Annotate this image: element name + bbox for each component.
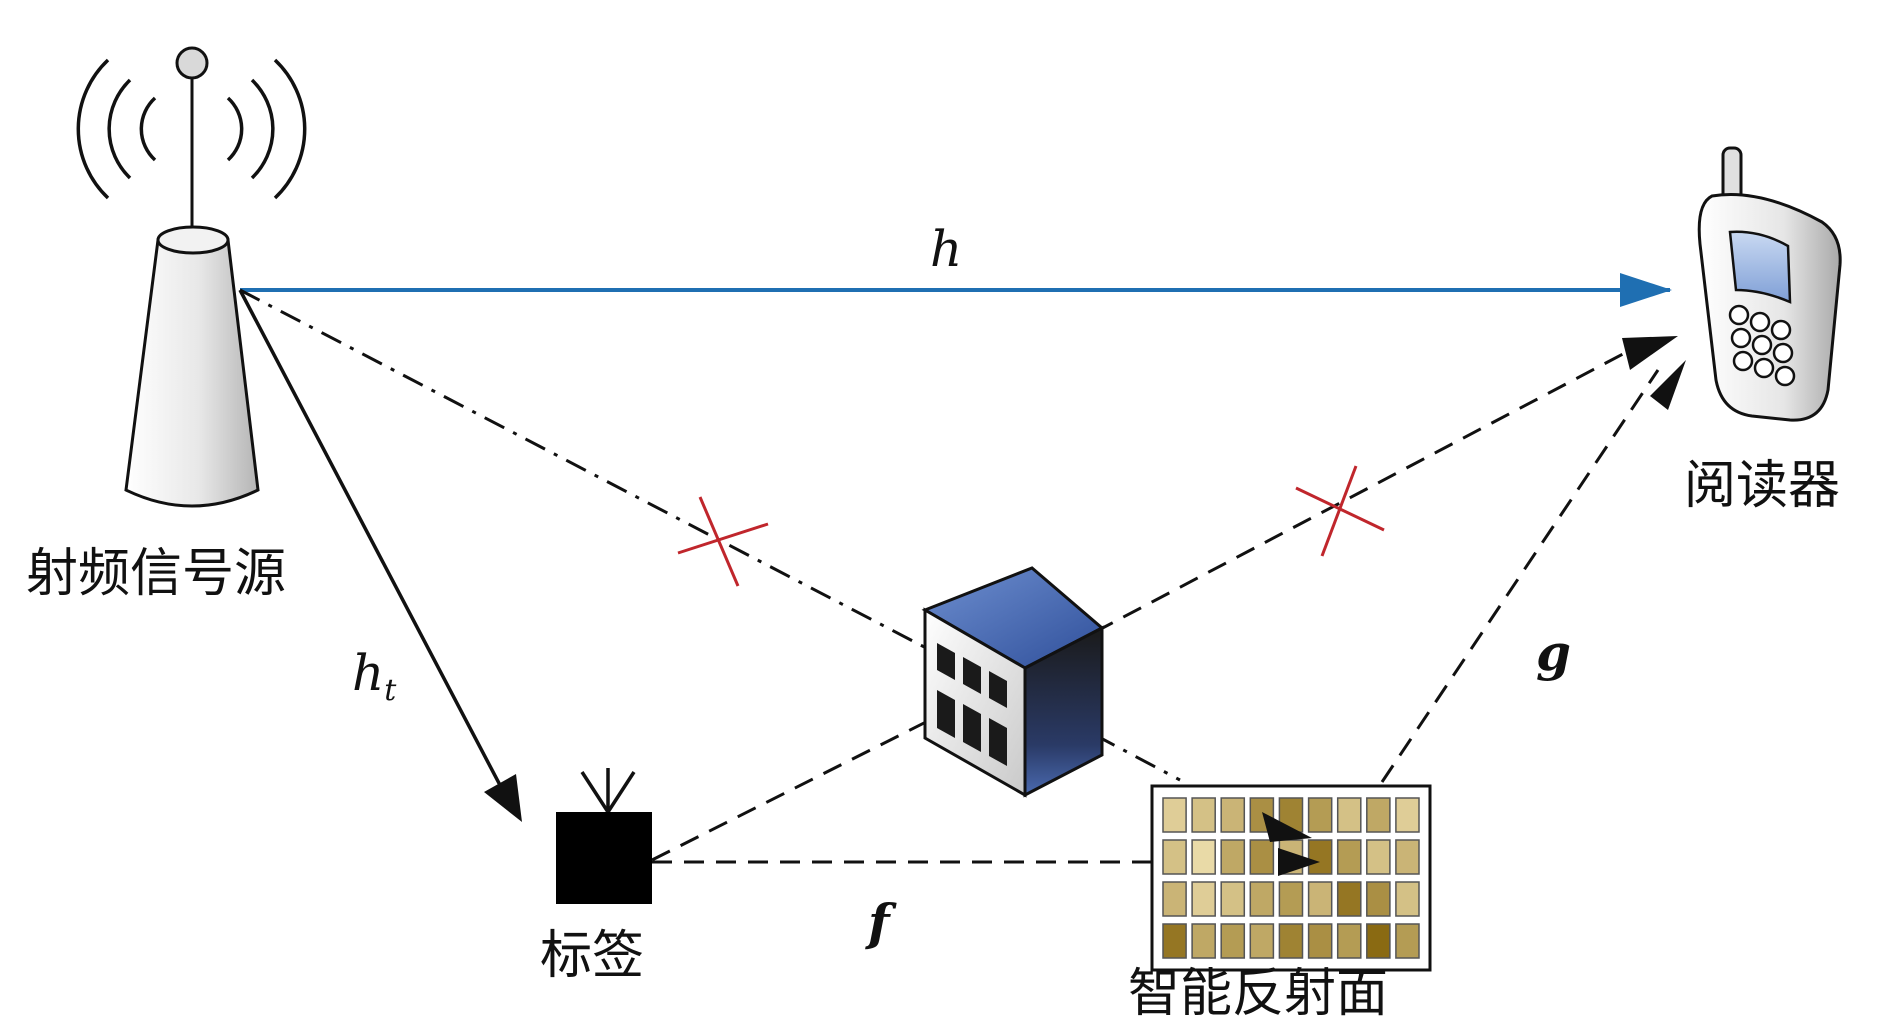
ris-cell bbox=[1191, 881, 1216, 917]
reader-label: 阅读器 bbox=[1684, 456, 1841, 516]
ris-cell bbox=[1307, 881, 1333, 917]
tag-channel-subscript: t bbox=[384, 673, 397, 708]
ris-cell bbox=[1162, 923, 1187, 959]
source-to-tag-link bbox=[238, 289, 514, 809]
direct-channel-label: h bbox=[930, 220, 963, 278]
ris-cell bbox=[1162, 797, 1187, 833]
ris-cell bbox=[1278, 923, 1304, 959]
tag-label: 标签 bbox=[540, 926, 645, 986]
ris-cell bbox=[1191, 797, 1216, 833]
ris-cell bbox=[1220, 797, 1246, 833]
ris-cell bbox=[1366, 797, 1391, 833]
tag-to-ris-channel-label: f bbox=[868, 893, 890, 952]
tag-channel-base: h bbox=[352, 644, 385, 702]
ris-cell bbox=[1220, 881, 1246, 917]
mobile-phone-icon bbox=[1697, 146, 1842, 422]
ris-cell bbox=[1307, 923, 1333, 959]
ris-cell bbox=[1395, 881, 1420, 917]
ris-cell bbox=[1249, 881, 1275, 917]
ris-cell bbox=[1336, 797, 1362, 833]
ris-cell bbox=[1336, 839, 1362, 875]
ris-reflection-arrowhead-lower bbox=[1278, 848, 1320, 876]
ris-to-reader-channel-label: g bbox=[1536, 623, 1571, 682]
ris-cell bbox=[1162, 839, 1187, 875]
ris-cell bbox=[1249, 923, 1275, 959]
ris-reflection-arrowhead-upper bbox=[1262, 812, 1312, 842]
ris-to-reader-arrowhead bbox=[1650, 360, 1686, 410]
building-to-ris-link bbox=[1094, 733, 1181, 782]
ris-cell bbox=[1220, 839, 1246, 875]
building-icon bbox=[921, 566, 1105, 798]
ris-label: 智能反射面 bbox=[1128, 964, 1389, 1024]
direct-link-arrowhead bbox=[1620, 273, 1672, 307]
tag-channel-label: ht bbox=[352, 648, 396, 706]
ris-cell bbox=[1278, 881, 1304, 917]
ris-cell bbox=[1366, 923, 1391, 959]
source-to-tag-arrowhead bbox=[484, 774, 522, 822]
ris-cell bbox=[1366, 839, 1391, 875]
building-to-reader-link bbox=[1094, 343, 1641, 634]
ris-cell bbox=[1336, 881, 1362, 917]
ris-cell bbox=[1336, 923, 1362, 959]
blocked-marker-reader-path bbox=[1295, 465, 1385, 557]
ris-cell bbox=[1395, 797, 1420, 833]
ris-cell bbox=[1249, 839, 1275, 875]
source-to-building-link bbox=[239, 288, 931, 652]
ris-cell bbox=[1395, 839, 1420, 875]
ris-cell bbox=[1191, 839, 1216, 875]
ris-panel-icon bbox=[1150, 784, 1432, 972]
tag-icon bbox=[556, 768, 652, 904]
blocked-marker-source-path bbox=[677, 496, 769, 587]
ris-cell bbox=[1162, 881, 1187, 917]
ris-cell bbox=[1191, 923, 1216, 959]
building-to-reader-arrowhead bbox=[1622, 336, 1678, 370]
ris-cell bbox=[1395, 923, 1420, 959]
ris-cell bbox=[1220, 923, 1246, 959]
ris-cell bbox=[1307, 839, 1333, 875]
rf-source-label: 射频信号源 bbox=[26, 544, 287, 604]
ris-to-reader-link bbox=[1380, 369, 1660, 783]
tag-to-building-link bbox=[651, 718, 931, 862]
ris-cell-grid bbox=[1162, 797, 1420, 959]
ris-cell bbox=[1366, 881, 1391, 917]
antenna-tower-icon bbox=[76, 46, 307, 508]
ris-cell bbox=[1307, 797, 1333, 833]
